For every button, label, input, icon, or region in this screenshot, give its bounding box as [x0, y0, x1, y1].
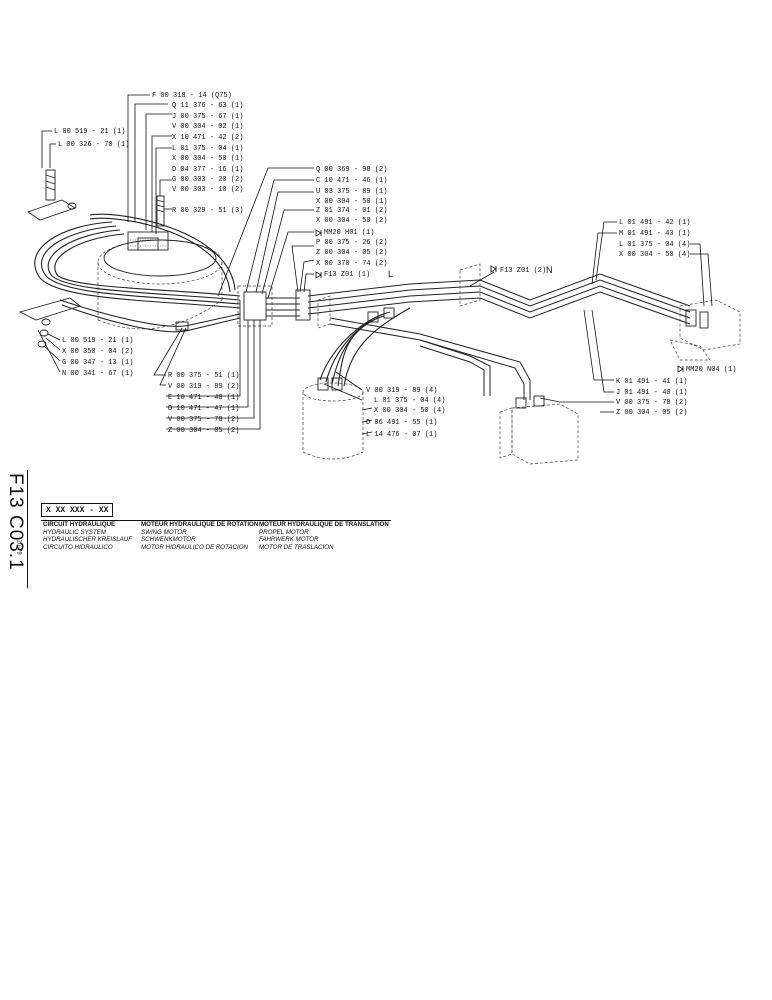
title-line: MOTOR DE TRASLACION — [259, 543, 334, 551]
callout-label: V 00 304 - 02 (1) — [172, 123, 243, 131]
callout-label: L 01 375 - 04 (1) — [172, 145, 243, 153]
sheet-date-text: 10-79 — [15, 539, 22, 555]
callout-label: L 01 375 - 04 (4) — [619, 241, 690, 249]
right-travel-motor — [499, 395, 579, 465]
callout-label: D 10 471 - 47 (1) — [168, 405, 239, 413]
title-line: SCHWENKMOTOR — [141, 536, 196, 544]
callout-label: F13 Z01 (2) — [500, 267, 546, 275]
swing-motor-hoses — [34, 213, 241, 333]
valve-symbol-icon — [677, 365, 684, 373]
sheet-code: F13 C03.1 — [3, 470, 28, 588]
callout-label: X 00 304 - 50 (1) — [316, 198, 387, 206]
travel-motor-hoses — [319, 307, 411, 387]
sheet-date: 10-79 — [16, 520, 39, 580]
callout-label: Z 00 304 - 05 (2) — [168, 427, 239, 435]
callout-label: R 00 375 - 51 (1) — [168, 372, 239, 380]
callouts-lower-left: L 00 519 - 21 (1) X 00 350 - 04 (2) G 00… — [62, 337, 133, 378]
mid-mark-letter: N — [546, 265, 553, 275]
callout-label: M 01 491 - 43 (1) — [619, 230, 690, 238]
sheet-code-text: F13 C03.1 — [5, 473, 26, 571]
callout-label: U 03 375 - 89 (1) — [316, 188, 387, 196]
callout-label: X 00 350 - 04 (2) — [62, 348, 133, 356]
center-mark-letter: L — [388, 269, 393, 279]
callout-label: MM20 H01 (1) — [324, 229, 374, 237]
title-column-system: CIRCUIT HYDRAULIQUE HYDRAULIC SYSTEM HYD… — [43, 521, 132, 551]
callout-label: L 00 519 - 21 (1) — [62, 337, 133, 345]
callout-label: V 00 375 - 78 (2) — [616, 399, 687, 407]
callout-label: X 00 370 - 74 (2) — [316, 260, 387, 268]
title-line: FAHRWERK MOTOR — [259, 536, 319, 544]
callout-label: L 01 375 - 04 (4) — [374, 397, 445, 405]
callout-label: V 00 319 - 89 (4) — [366, 387, 437, 395]
title-line: HYDRAULIC SYSTEM — [43, 528, 106, 536]
callout-label: V 00 375 - 78 (2) — [168, 416, 239, 424]
callout-label: L 01 491 - 42 (1) — [619, 219, 690, 227]
title-line: PROPEL MOTOR — [259, 528, 309, 536]
leader-lines — [37, 94, 713, 435]
vertical-bolt — [156, 195, 165, 227]
callout-label: X 00 304 - 50 (1) — [172, 155, 243, 163]
callout-label: C 10 471 - 46 (1) — [316, 177, 387, 185]
reference-box: X XX XXX - XX — [41, 503, 113, 517]
callouts-right: L 01 491 - 42 (1) M 01 491 - 43 (1) L 01… — [619, 219, 736, 374]
callout-label: L 00 519 - 21 (1) — [54, 128, 125, 136]
callout-label: X 00 304 - 50 (4) — [374, 407, 445, 415]
callouts-bottom-center: R 00 375 - 51 (1) V 00 319 - 89 (2) E 10… — [168, 372, 239, 435]
callout-label: Q 00 369 - 98 (2) — [316, 166, 387, 174]
callout-label: D 04 377 - 16 (1) — [172, 166, 243, 174]
callout-label: R 00 329 - 51 (3) — [172, 207, 243, 215]
valve-symbol-icon — [490, 265, 497, 273]
callout-label: V 00 303 - 10 (2) — [172, 186, 243, 194]
callout-label: V 00 319 - 89 (2) — [168, 383, 239, 391]
callout-label: F13 Z01 (1) — [324, 271, 370, 279]
callout-label: E 10 471 - 48 (1) — [168, 394, 239, 402]
callouts-motor-left: V 00 319 - 89 (4) L 01 375 - 04 (4) X 00… — [366, 387, 445, 439]
callout-label: J 01 491 - 40 (1) — [616, 389, 687, 397]
title-line: HYDRAULISCHER KREISLAUF — [43, 536, 133, 544]
callout-label: Z 01 374 - 01 (2) — [316, 207, 387, 215]
callout-label: G 00 303 - 20 (2) — [172, 176, 243, 184]
title-line: MOTEUR HYDRAULIQUE DE ROTATION — [141, 521, 259, 528]
upper-left-clamp — [27, 169, 77, 221]
mid-note: F13 Z01 (2) N — [490, 265, 553, 275]
callout-label: L 14 476 - 07 (1) — [366, 431, 437, 439]
title-line: SWING MOTOR — [141, 528, 187, 536]
title-divider — [41, 520, 391, 521]
callout-label: Z 00 304 - 05 (2) — [316, 249, 387, 257]
title-column-propel-motor: MOTEUR HYDRAULIQUE DE TRANSLATION PROPEL… — [259, 521, 389, 551]
callout-label: L 00 326 - 70 (1) — [58, 141, 129, 149]
callout-label: Z 00 304 - 05 (2) — [616, 409, 687, 417]
swing-motor-housing — [97, 231, 223, 330]
title-block: CIRCUIT HYDRAULIQUE HYDRAULIC SYSTEM HYD… — [43, 521, 403, 555]
callout-label: K 01 491 - 41 (1) — [616, 378, 687, 386]
callout-label: G 00 347 - 13 (1) — [62, 359, 133, 367]
callout-label: Q 11 376 - 63 (1) — [172, 102, 243, 110]
valve-symbol-icon — [315, 271, 322, 279]
right-side-motor — [669, 299, 741, 361]
title-column-swing-motor: MOTEUR HYDRAULIQUE DE ROTATION SWING MOT… — [141, 521, 258, 551]
callout-label: N 00 341 - 67 (1) — [62, 370, 133, 378]
title-line: MOTEUR HYDRAULIQUE DE TRANSLATION — [259, 521, 389, 528]
callout-label: P 00 375 - 26 (2) — [316, 239, 387, 247]
callouts-center: Q 00 369 - 98 (2) C 10 471 - 46 (1) U 03… — [315, 166, 393, 279]
callout-label: X 10 471 - 42 (2) — [172, 134, 243, 142]
callout-label: J 00 375 - 67 (1) — [172, 113, 243, 121]
callouts-top: F 00 318 - 14 (Q75) Q 11 376 - 63 (1) J … — [152, 92, 243, 215]
callout-label: D 06 491 - 55 (1) — [366, 419, 437, 427]
title-line: CIRCUIT HYDRAULIQUE — [43, 521, 116, 528]
valve-symbol-icon — [315, 229, 322, 237]
callouts-motor-right: K 01 491 - 41 (1) J 01 491 - 40 (1) V 00… — [616, 378, 687, 417]
callout-label: X 00 304 - 50 (2) — [316, 217, 387, 225]
title-line: MOTOR HIDRAULICO DE ROTACION — [141, 543, 249, 551]
callout-label: X 00 304 - 50 (4) — [619, 251, 690, 259]
title-line: CIRCUITO HIDRAULICO — [43, 543, 113, 551]
callout-label: MM20 N04 (1) — [686, 366, 736, 374]
pipe-run — [237, 263, 691, 400]
callout-label: F 00 318 - 14 (Q75) — [152, 92, 232, 100]
callouts-upper-left: L 00 519 - 21 (1) L 00 326 - 70 (1) — [54, 128, 129, 149]
left-travel-motor — [302, 377, 364, 460]
